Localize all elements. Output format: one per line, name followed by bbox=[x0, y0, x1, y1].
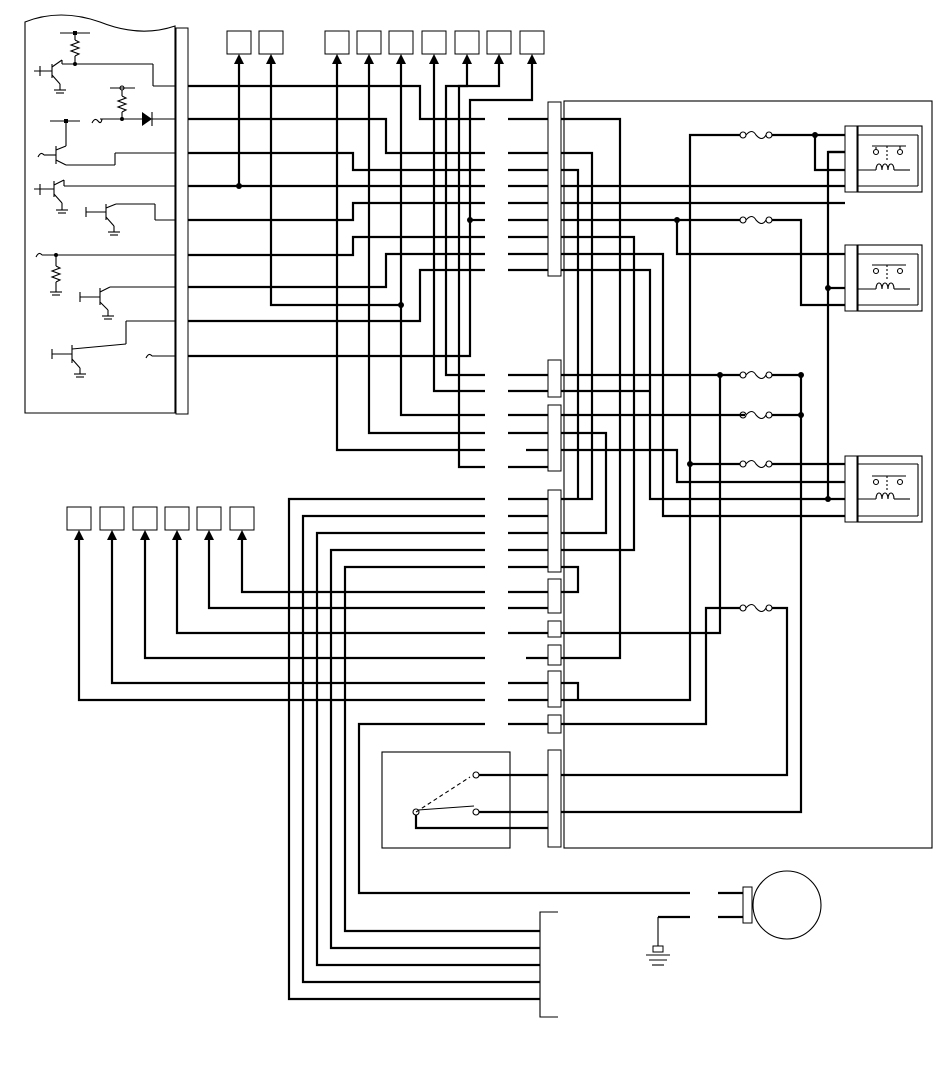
terminal-top-7 bbox=[454, 30, 480, 55]
central-connectors bbox=[547, 101, 562, 848]
switch-contact-1 bbox=[472, 771, 480, 779]
terminal-top-6 bbox=[421, 30, 447, 55]
top-terminals bbox=[226, 30, 545, 55]
connector-c bbox=[547, 404, 562, 472]
fuse-6 bbox=[739, 603, 773, 613]
module-internal-circuits bbox=[34, 31, 176, 378]
terminal-left-1 bbox=[66, 506, 92, 531]
ground-symbol bbox=[646, 915, 690, 966]
motor bbox=[718, 870, 822, 940]
fuse-wires bbox=[674, 132, 845, 502]
terminal-left-2 bbox=[99, 506, 125, 531]
terminal-top-4 bbox=[356, 30, 382, 55]
motor-connector bbox=[742, 886, 753, 924]
relay-2 bbox=[844, 244, 923, 312]
top-terminal-arrows bbox=[234, 54, 537, 64]
terminal-top-9 bbox=[519, 30, 545, 55]
fuses bbox=[739, 130, 773, 613]
lower-harness-wires bbox=[77, 497, 690, 1001]
relay-panel-outline bbox=[563, 100, 933, 849]
switch-box bbox=[381, 751, 548, 849]
connector-e bbox=[547, 578, 562, 614]
relay-panel-wires bbox=[561, 117, 845, 814]
terminal-top-5 bbox=[388, 30, 414, 55]
terminal-top-3 bbox=[324, 30, 350, 55]
terminal-top-8 bbox=[486, 30, 512, 55]
control-module-outline bbox=[24, 14, 176, 414]
connector-stubs bbox=[508, 117, 548, 726]
relay-3 bbox=[844, 455, 923, 523]
terminal-top-1 bbox=[226, 30, 252, 55]
relay-panel bbox=[563, 100, 933, 849]
relay-1 bbox=[844, 125, 923, 193]
relays bbox=[844, 125, 923, 523]
connector-b bbox=[547, 359, 562, 398]
connector-g bbox=[547, 644, 562, 666]
fuse-2 bbox=[739, 215, 773, 225]
terminal-left-5 bbox=[196, 506, 222, 531]
switch-enclosure bbox=[381, 751, 511, 849]
connector-j bbox=[547, 749, 562, 848]
terminal-top-2 bbox=[258, 30, 284, 55]
fuse-3 bbox=[739, 370, 773, 380]
terminal-left-3 bbox=[132, 506, 158, 531]
connector-a bbox=[547, 101, 562, 277]
module-harness-wires bbox=[188, 64, 534, 469]
terminal-left-4 bbox=[164, 506, 190, 531]
bottom-connector bbox=[539, 911, 558, 1018]
fuse-5 bbox=[739, 459, 773, 469]
terminal-left-6 bbox=[229, 506, 255, 531]
connector-h bbox=[547, 670, 562, 708]
motor-housing bbox=[752, 870, 822, 940]
connector-f bbox=[547, 620, 562, 638]
switch-contact-2 bbox=[472, 808, 480, 816]
control-module-connector bbox=[175, 27, 189, 415]
left-terminals bbox=[66, 506, 255, 540]
connector-i bbox=[547, 714, 562, 734]
connector-d bbox=[547, 489, 562, 573]
fuse-1 bbox=[739, 130, 773, 140]
